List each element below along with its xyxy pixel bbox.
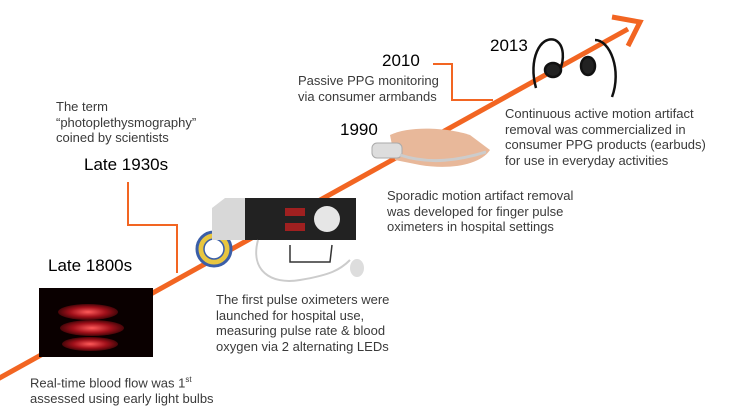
description-line: for use in everyday activities — [505, 152, 669, 168]
description-1990: Sporadic motion artifact removal was dev… — [387, 188, 573, 235]
description-line: oximeters in hospital settings — [387, 219, 554, 234]
description-line: The first pulse oximeters were — [216, 292, 390, 307]
description-late-1800s: Real-time blood flow was 1st assessed us… — [30, 372, 214, 406]
description-line: was developed for finger pulse — [387, 203, 564, 219]
description-line: oxygen via 2 alternating LEDs — [216, 338, 389, 354]
description-line: “photoplethysmography” — [56, 114, 197, 130]
blood-flow-image — [39, 288, 153, 357]
description-2010: Passive PPG monitoring via consumer armb… — [298, 73, 439, 104]
description-late-1930s: The term “photoplethysmography” coined b… — [56, 99, 196, 146]
description-line: Real-time blood flow was 1 — [30, 375, 186, 391]
description-2013: Continuous active motion artifact remova… — [505, 106, 706, 168]
description-pulse-oximeters: The first pulse oximeters were launched … — [216, 292, 389, 354]
superscript: st — [185, 375, 192, 384]
description-line: via consumer armbands — [298, 88, 437, 104]
pulse-oximeter-device-image — [212, 198, 364, 282]
year-1990: 1990 — [340, 120, 378, 139]
description-line: Sporadic motion artifact removal — [387, 188, 574, 203]
earbuds-image — [532, 38, 617, 98]
description-line: consumer PPG products (earbuds) — [505, 137, 706, 152]
year-late-1800s: Late 1800s — [48, 256, 133, 275]
description-line: Continuous active motion artifact — [505, 106, 694, 121]
description-line: coined by scientists — [56, 130, 169, 145]
year-2013: 2013 — [490, 36, 528, 55]
timeline-arrowhead — [611, 14, 644, 48]
year-late-1930s: Late 1930s — [84, 155, 169, 174]
connector-1930s — [127, 182, 178, 273]
description-line: assessed using early light bulbs — [30, 390, 214, 406]
year-2010: 2010 — [382, 51, 420, 70]
description-line: Passive PPG monitoring — [298, 73, 439, 88]
finger-sensor-hand-image — [371, 128, 490, 167]
description-line: launched for hospital use, — [216, 307, 365, 323]
description-line: measuring pulse rate & blood — [216, 323, 386, 338]
description-line: removal was commercialized in — [505, 121, 686, 137]
description-line: The term — [56, 99, 109, 114]
connector-2010 — [433, 63, 493, 101]
